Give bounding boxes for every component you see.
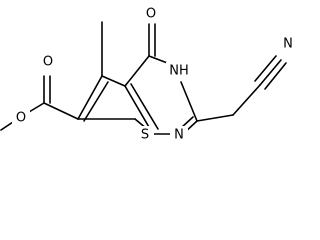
atom-labels: O NH N S N O O [12, 5, 297, 144]
bond-cester-o [28, 102, 45, 113]
ring-nitrogen-label: N [174, 128, 184, 143]
bond-c3-c2-double [83, 81, 109, 122]
bond-ch2-cn [232, 84, 261, 116]
bond-c-n-triple-1 [259, 59, 282, 86]
sulfur-label: S [141, 128, 149, 143]
ester-oxygen-label: O [16, 111, 26, 126]
bond-c2-cester [43, 102, 79, 120]
nh-label: NH [169, 64, 189, 79]
bond-lines [0, 21, 287, 135]
bond-o-methyl [0, 121, 14, 131]
bond-c-n-triple-2 [264, 62, 287, 90]
ester-carbonyl-oxygen-label: O [43, 55, 53, 70]
nitrile-nitrogen-label: N [283, 37, 293, 52]
molecule-structure: O NH N S N O O [0, 5, 297, 144]
oxo-oxygen-label: O [146, 7, 156, 22]
bond-c3a-c4 [124, 55, 150, 87]
bond-n3-c2p [180, 81, 198, 122]
bond-c3-c2 [77, 75, 103, 120]
bond-c2p-ch2 [196, 114, 234, 122]
bond-c-n-triple-3 [254, 55, 277, 82]
bond-c3a-c3 [101, 75, 126, 87]
bond-c3a-c7a-double [130, 83, 159, 130]
